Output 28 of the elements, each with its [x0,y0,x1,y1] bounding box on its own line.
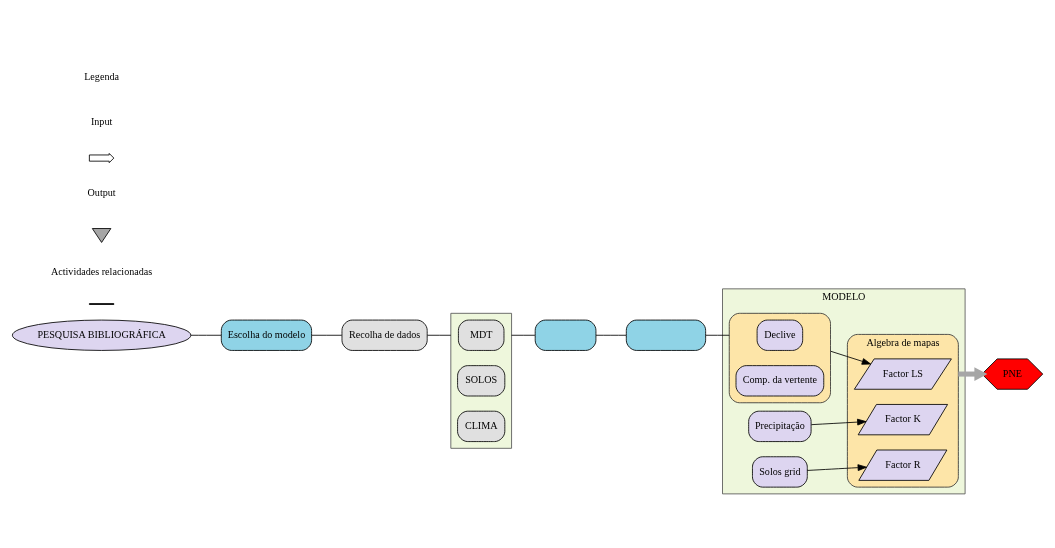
node-box: SOLOS [457,364,506,396]
node-box: Recolha de dados [341,319,428,351]
connector [511,334,536,336]
connector [190,334,222,336]
legend-label: Output [87,186,116,198]
connector [311,334,343,336]
connector [426,334,452,336]
node-box: Escolha do modelo [220,319,313,351]
node-box: Comp. da vertente [735,364,825,396]
arrow [830,350,872,365]
cluster [450,312,512,449]
node-box: CLIMA [457,410,506,442]
legend-label: Actividades relacionadas [50,265,153,277]
label: Legenda [84,70,120,82]
node-box: Declive [756,319,804,351]
node-box: Solos grid [752,455,808,488]
arrow [810,418,867,425]
arrow [806,463,867,471]
node-box: MDT [458,319,505,351]
node-ellipse: PESQUISA BIBLIOGRÁFICA [11,319,192,351]
cluster [728,312,831,403]
connector [595,334,627,336]
connector [705,334,730,336]
arrow [958,366,988,381]
legend-label: Input [90,115,113,127]
node-box [534,319,597,351]
node-box [625,319,707,351]
node-box: Precipitação [748,410,812,442]
